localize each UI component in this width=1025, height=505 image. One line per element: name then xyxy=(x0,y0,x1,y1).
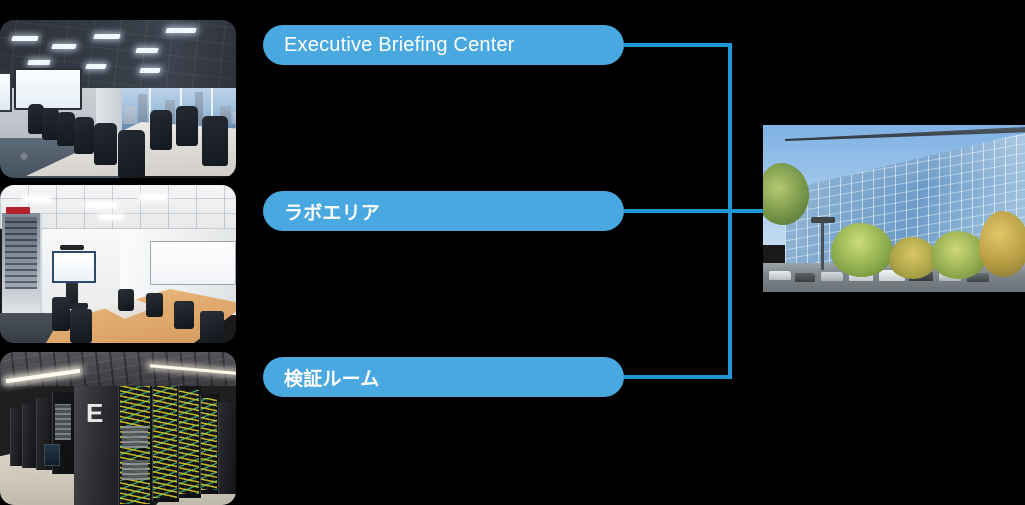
node-label: Executive Briefing Center xyxy=(284,33,515,56)
tree xyxy=(931,231,987,279)
ebc-chair xyxy=(74,117,94,154)
node-label: 検証ルーム xyxy=(284,367,380,390)
connector-verification-horizontal xyxy=(624,375,732,379)
lab-monitor xyxy=(52,251,96,283)
lab-chair xyxy=(52,297,70,331)
ebc-chair xyxy=(118,130,145,178)
lab-doorway-to-datacenter xyxy=(2,213,42,319)
tree xyxy=(889,237,937,279)
connector-ebc-horizontal xyxy=(624,43,732,47)
lab-chair xyxy=(174,301,194,329)
node-lab-area[interactable]: ラボエリア xyxy=(263,191,624,231)
dc-console-screen xyxy=(44,444,60,466)
ebc-chair xyxy=(28,104,44,134)
tree xyxy=(979,211,1025,277)
ebc-chair xyxy=(202,116,228,166)
dc-equipment xyxy=(55,404,71,440)
parked-car xyxy=(769,271,791,280)
lab-chair xyxy=(200,311,224,343)
dc-cabling xyxy=(201,398,217,490)
parked-car xyxy=(821,272,843,281)
parking-lamp-post xyxy=(821,220,824,270)
dc-equipment xyxy=(122,460,148,480)
tree xyxy=(831,223,893,277)
lab-exit-sign xyxy=(6,207,30,214)
photo-executive-briefing-center xyxy=(0,20,236,178)
node-label: ラボエリア xyxy=(284,201,381,224)
ebc-chair xyxy=(150,110,172,150)
dc-rack xyxy=(22,404,37,468)
lab-whiteboard xyxy=(150,241,236,285)
ebc-chair xyxy=(57,112,75,146)
ebc-chair xyxy=(176,106,198,146)
dc-rack xyxy=(218,402,236,494)
parking-lamp-head xyxy=(811,217,835,223)
photo-lab-area xyxy=(0,185,236,343)
node-verification-room[interactable]: 検証ルーム xyxy=(263,357,624,397)
parked-car xyxy=(795,273,815,282)
photo-facility-building xyxy=(763,125,1025,292)
connector-lab-horizontal xyxy=(624,209,764,213)
lab-monitor-base xyxy=(56,303,88,309)
tree xyxy=(763,163,809,225)
lab-chair xyxy=(118,289,134,311)
node-executive-briefing-center[interactable]: Executive Briefing Center xyxy=(263,25,624,65)
dc-ceiling-tray xyxy=(0,352,236,386)
ebc-presentation-screen xyxy=(14,68,82,110)
dc-rack-E xyxy=(74,382,118,505)
photo-verification-room: E xyxy=(0,352,236,505)
ebc-chair xyxy=(94,123,117,165)
parked-car xyxy=(879,270,905,281)
lab-chair xyxy=(146,293,163,317)
ebc-chair xyxy=(42,108,59,140)
dc-rack xyxy=(10,408,23,466)
lab-video-camera xyxy=(60,245,84,250)
lab-chair xyxy=(70,309,92,343)
lab-ceiling xyxy=(0,185,236,229)
dc-equipment xyxy=(122,426,148,448)
ebc-side-screen xyxy=(0,72,12,112)
dc-cabling xyxy=(153,384,177,498)
connector-trunk-vertical xyxy=(728,43,732,379)
dc-rack-label: E xyxy=(86,398,104,428)
dc-cabling xyxy=(179,390,199,494)
parked-car xyxy=(967,273,989,282)
